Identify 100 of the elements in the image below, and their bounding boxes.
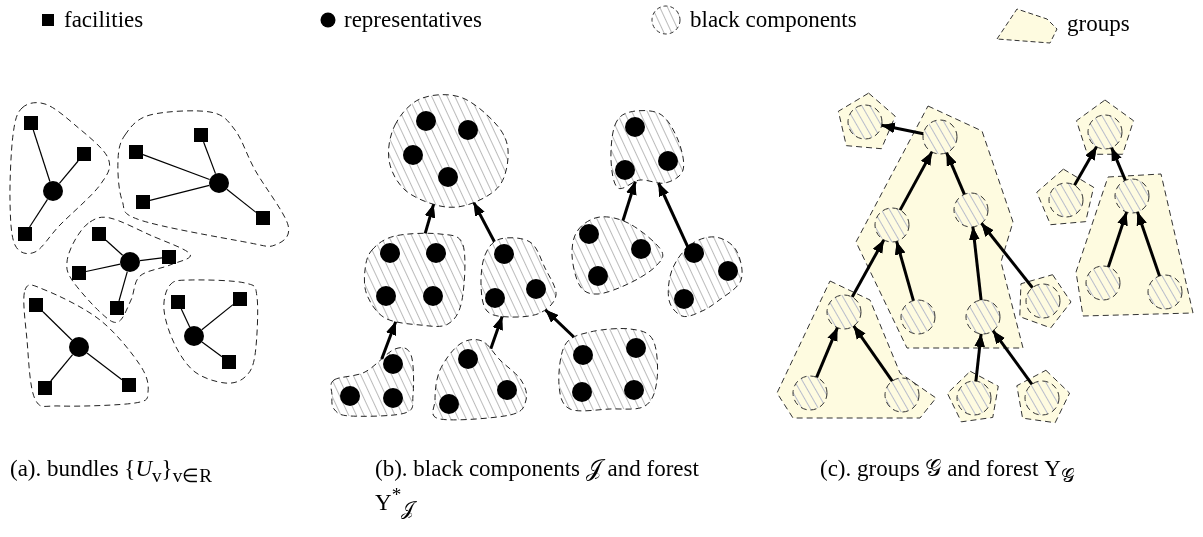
- facility-square: [233, 292, 247, 306]
- representative-dot: [438, 167, 458, 187]
- representative-dot: [184, 326, 204, 346]
- representative-dot: [718, 261, 738, 281]
- representative-dot: [439, 394, 459, 414]
- representative-dot: [376, 286, 396, 306]
- facility-square: [129, 145, 143, 159]
- representative-dot: [497, 380, 517, 400]
- arrow: [423, 203, 436, 234]
- group-outline: [776, 280, 937, 419]
- component-circle: [953, 192, 989, 228]
- component-outline: [558, 328, 659, 412]
- connector-line: [105, 239, 124, 256]
- representative-dot: [624, 380, 644, 400]
- arrow: [489, 316, 504, 350]
- connector-line: [149, 184, 210, 201]
- facility-square: [110, 301, 124, 315]
- representative-dot: [426, 243, 446, 263]
- bundle-outline: [117, 110, 290, 247]
- representative-dot: [403, 145, 423, 165]
- representative-dot: [380, 243, 400, 263]
- arrow: [969, 226, 983, 301]
- legend-label: facilities: [64, 6, 144, 34]
- arrow: [380, 321, 398, 360]
- connector-line: [85, 263, 121, 273]
- component-outline: [432, 339, 528, 421]
- arrow: [881, 122, 924, 136]
- representative-dot: [572, 382, 592, 402]
- arrow: [472, 201, 496, 243]
- bundle-outline: [163, 279, 259, 384]
- representative-dot: [526, 279, 546, 299]
- group-outline: [1075, 173, 1194, 317]
- arrow: [815, 327, 839, 378]
- representative-dot: [573, 345, 593, 365]
- connector-line: [118, 271, 128, 302]
- arrow: [895, 241, 915, 301]
- component-outline: [388, 94, 509, 208]
- arrow: [657, 182, 690, 248]
- representative-dot: [43, 181, 63, 201]
- facility-square: [92, 227, 106, 241]
- representative-dot: [458, 349, 478, 369]
- group-outline: [1019, 274, 1072, 329]
- facility-square: [72, 266, 86, 280]
- connector-line: [226, 188, 257, 213]
- component-circle: [1087, 114, 1123, 150]
- representative-dot: [383, 354, 403, 374]
- connector-line: [58, 160, 79, 184]
- component-circle: [826, 294, 862, 330]
- component-outline: [363, 232, 466, 327]
- component-outline: [571, 216, 664, 295]
- arrow: [1136, 211, 1161, 277]
- group-outline: [1016, 369, 1071, 424]
- facility-square: [18, 227, 32, 241]
- representative-dot: [615, 160, 635, 180]
- facility-square: [171, 295, 185, 309]
- group-outline: [1075, 99, 1135, 155]
- legend-label: groups: [1067, 10, 1130, 38]
- caption: (c). groups 𝒢 and forest Υ$_{𝒢}$: [820, 455, 1076, 487]
- facility-square: [24, 116, 38, 130]
- group-outline: [946, 370, 999, 423]
- representative-dot: [494, 244, 514, 264]
- connector-line: [142, 154, 211, 181]
- arrow: [974, 333, 985, 382]
- arrow: [898, 151, 934, 211]
- component-outline: [480, 237, 557, 318]
- arrow: [945, 152, 966, 195]
- component-circle: [847, 104, 883, 140]
- facility-square: [29, 298, 43, 312]
- representative-dot: [423, 286, 443, 306]
- connector-line: [201, 304, 234, 331]
- arrow: [991, 329, 1034, 386]
- representative-dot: [209, 173, 229, 193]
- group-outline: [855, 105, 1024, 349]
- bundle-outline: [23, 284, 149, 407]
- representative-dot: [631, 239, 651, 259]
- legend-label: black components: [690, 6, 857, 34]
- connector-line: [203, 141, 217, 175]
- representative-dot: [674, 289, 694, 309]
- component-outline: [667, 236, 743, 318]
- connector-line: [42, 311, 73, 341]
- representative-dot: [579, 224, 599, 244]
- component-circle: [1147, 274, 1183, 310]
- bundle-outline: [66, 216, 191, 323]
- representative-dot: [588, 266, 608, 286]
- connector-line: [86, 352, 123, 381]
- component-circle: [900, 299, 936, 335]
- component-circle: [1114, 178, 1150, 214]
- component-circle: [956, 380, 992, 416]
- representative-dot: [658, 151, 678, 171]
- representative-dot: [340, 386, 360, 406]
- arrow: [850, 239, 886, 298]
- caption: (a). bundles {U$_{v}$}$_{v∈R}$: [10, 455, 213, 487]
- representative-dot: [458, 120, 478, 140]
- representative-dot: [625, 117, 645, 137]
- facility-square: [256, 211, 270, 225]
- arrow: [980, 222, 1034, 289]
- arrow: [621, 181, 637, 222]
- facility-square: [136, 195, 150, 209]
- bundle-outline: [9, 102, 111, 255]
- representative-dot: [416, 111, 436, 131]
